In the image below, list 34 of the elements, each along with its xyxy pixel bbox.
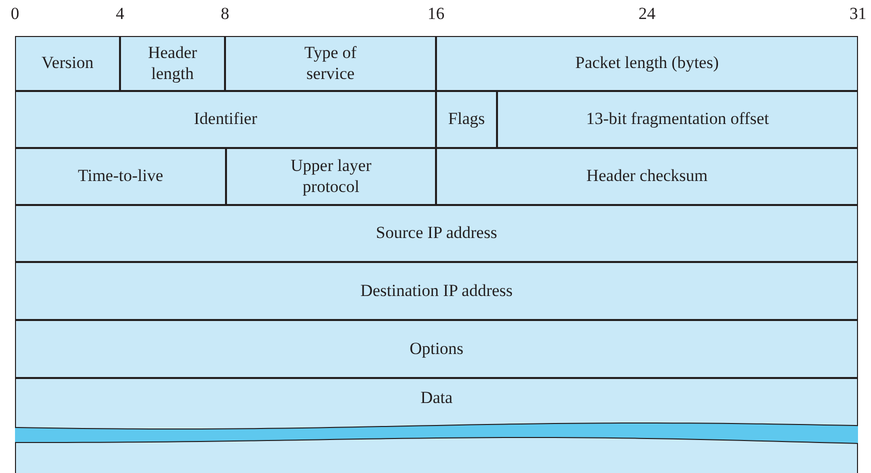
header-field xyxy=(120,36,225,91)
header-field xyxy=(436,91,497,148)
field-label: Header length xyxy=(146,43,198,84)
field-label: Flags xyxy=(448,109,485,130)
field-label: Upper layer protocol xyxy=(290,156,372,197)
field-label: Source IP address xyxy=(376,223,498,244)
field-label: Packet length (bytes) xyxy=(575,53,719,74)
bit-position: 4 xyxy=(116,4,124,24)
field-label: Options xyxy=(410,338,464,360)
header-field xyxy=(436,148,858,205)
header-field xyxy=(497,91,858,148)
bit-position: 8 xyxy=(220,4,230,24)
data-field xyxy=(15,378,858,473)
field-label: Data xyxy=(420,388,453,408)
header-field xyxy=(15,205,858,262)
field-label: Identifier xyxy=(194,109,258,130)
field-label: Version xyxy=(42,53,94,74)
field-label: Time-to-live xyxy=(78,166,164,187)
bit-position: 31 xyxy=(850,4,866,24)
field-label: Destination IP address xyxy=(360,280,513,302)
header-field xyxy=(15,148,226,205)
header-field xyxy=(15,262,858,320)
field-label: Type of service xyxy=(303,43,358,84)
header-field xyxy=(226,148,436,205)
header-field xyxy=(15,91,436,148)
bit-position: 16 xyxy=(428,4,444,24)
bit-position: 0 xyxy=(10,4,20,24)
header-field xyxy=(436,36,858,91)
bit-position: 24 xyxy=(638,4,656,24)
header-field xyxy=(15,320,858,378)
field-label: Header checksum xyxy=(586,166,708,187)
field-label: 13-bit fragmentation offset xyxy=(586,109,769,130)
header-field xyxy=(15,36,120,91)
header-field xyxy=(225,36,436,91)
